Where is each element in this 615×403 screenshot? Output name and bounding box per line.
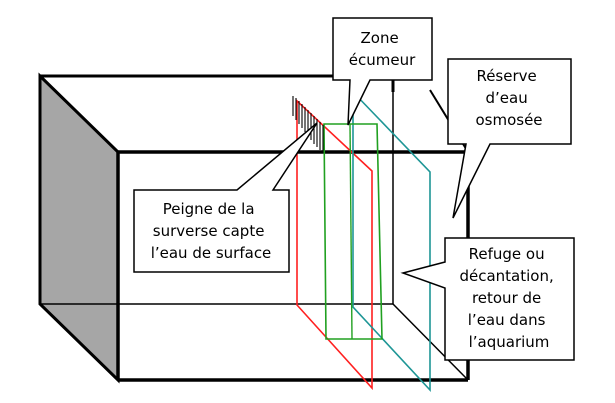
tank-left-side-panel: [38, 72, 120, 384]
callout-refuge-line-1: Refuge ou: [469, 245, 545, 263]
callout-skimmer-zone-line-2: écumeur: [349, 51, 416, 69]
callout-refuge: [400, 237, 575, 361]
callout-refuge-line-3: retour de: [472, 289, 541, 307]
callout-skimmer-zone-text: Zone écumeur: [349, 29, 416, 69]
refuge-teal-panel: [352, 90, 431, 393]
callout-osmosis-reserve: [447, 58, 572, 219]
callout-skimmer-zone: [332, 17, 433, 126]
callout-overflow-comb-line-3: l’eau de surface: [151, 244, 272, 262]
callout-osmosis-reserve-line-2: d’eau: [486, 89, 528, 107]
callout-refuge-text: Refuge ou décantation, retour de l’eau d…: [459, 245, 558, 351]
callout-overflow-comb-line-1: Peigne de la: [163, 200, 255, 218]
callout-refuge-line-5: l’aquarium: [469, 333, 550, 351]
overflow-comb-hatching: [292, 96, 324, 153]
callout-overflow-comb: [133, 122, 318, 273]
callout-refuge-line-2: décantation,: [459, 267, 553, 285]
overflow-red-panel: [296, 99, 373, 391]
skimmer-green-box: [323, 123, 383, 340]
callout-osmosis-reserve-text: Réserve d’eau osmosée: [475, 67, 542, 129]
callout-refuge-line-4: l’eau dans: [468, 311, 546, 329]
callout-overflow-comb-text: Peigne de la surverse capte l’eau de sur…: [151, 200, 272, 262]
skimmer-green-inner-line: [349, 123, 353, 340]
callout-overflow-comb-line-2: surverse capte: [153, 222, 265, 240]
callout-osmosis-reserve-line-1: Réserve: [476, 67, 536, 85]
callout-skimmer-zone-line-1: Zone: [361, 29, 399, 47]
callout-osmosis-reserve-line-3: osmosée: [475, 111, 542, 129]
